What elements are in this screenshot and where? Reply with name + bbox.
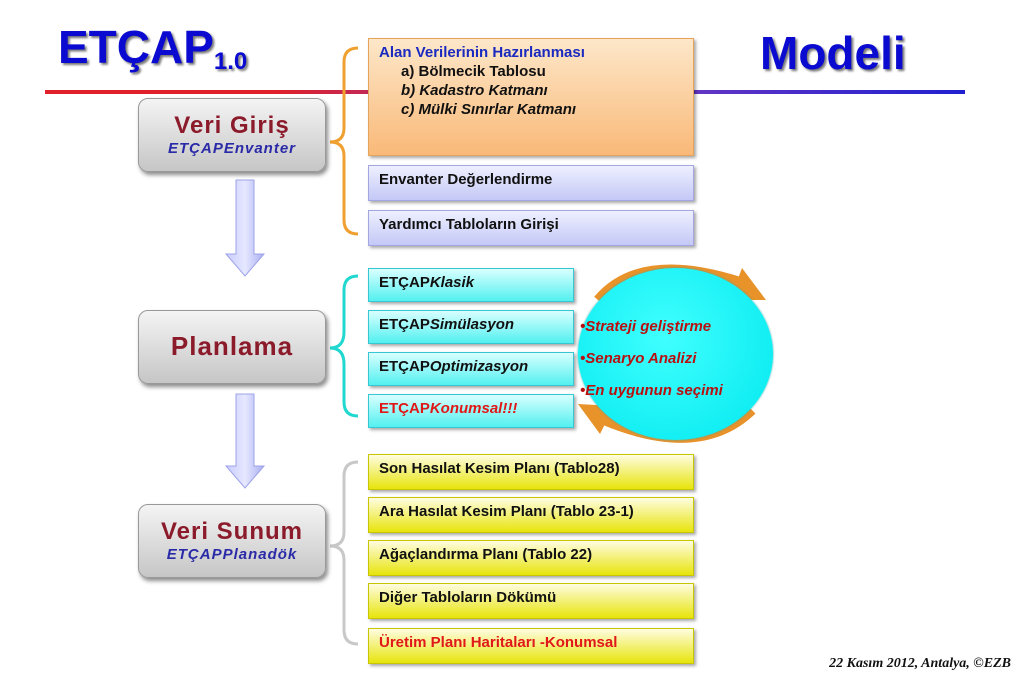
stage-title: Veri Sunum xyxy=(160,518,304,545)
cycle-item: •En uygunun seçimi xyxy=(580,382,723,399)
output-box: Diğer Tabloların Dökümü xyxy=(368,583,694,619)
stage-planlama: Planlama xyxy=(138,310,326,384)
input-item: b) Kadastro Katmanı xyxy=(401,82,548,99)
input-item: a) Bölmecik Tablosu xyxy=(401,63,546,80)
stage-veri-sunum: Veri Sunum ETÇAPPlanadök xyxy=(138,504,326,578)
cycle-item: •Strateji geliştirme xyxy=(580,318,712,335)
stage-title: Planlama xyxy=(170,331,294,361)
input-box-yardimci: Yardımcı Tabloların Girişi xyxy=(368,210,694,246)
output-box: Son Hasılat Kesim Planı (Tablo28) xyxy=(368,454,694,490)
title-right: Modeli xyxy=(760,27,906,79)
output-box: Ağaçlandırma Planı (Tablo 22) xyxy=(368,540,694,576)
stage-subtitle: ETÇAPPlanadök xyxy=(166,546,298,563)
page-title: ETÇAP1.0 xyxy=(58,21,248,75)
output-box: Ara Hasılat Kesim Planı (Tablo 23-1) xyxy=(368,497,694,533)
version-label: 1.0 xyxy=(213,48,248,75)
planning-box-simulasyon: ETÇAPSimülasyon xyxy=(368,310,574,344)
planning-box-klasik: ETÇAPKlasik xyxy=(368,268,574,302)
output-box-konumsal: Üretim Planı Haritaları -Konumsal xyxy=(368,628,694,664)
input-box-envanter: Envanter Değerlendirme xyxy=(368,165,694,201)
down-arrow-1 xyxy=(224,179,266,277)
stage-veri-giris: Veri Giriş ETÇAPEnvanter xyxy=(138,98,326,172)
cycle-circle xyxy=(578,268,773,440)
stage-title: Veri Giriş xyxy=(174,112,290,139)
planning-bracket xyxy=(329,274,359,418)
input-bracket xyxy=(329,46,359,236)
cycle-item: •Senaryo Analizi xyxy=(580,350,697,367)
input-heading: Alan Verilerinin Hazırlanması xyxy=(379,44,585,61)
output-bracket xyxy=(329,460,359,646)
stage-subtitle: ETÇAPEnvanter xyxy=(167,140,297,157)
input-item: c) Mülki Sınırlar Katmanı xyxy=(401,101,577,118)
down-arrow-2 xyxy=(224,393,266,489)
planning-box-optimizasyon: ETÇAPOptimizasyon xyxy=(368,352,574,386)
planning-box-konumsal: ETÇAPKonumsal!!! xyxy=(368,394,574,428)
footer-credit: 22 Kasım 2012, Antalya, ©EZB xyxy=(829,656,1011,671)
input-main-box: Alan Verilerinin Hazırlanması a) Bölmeci… xyxy=(368,38,694,156)
